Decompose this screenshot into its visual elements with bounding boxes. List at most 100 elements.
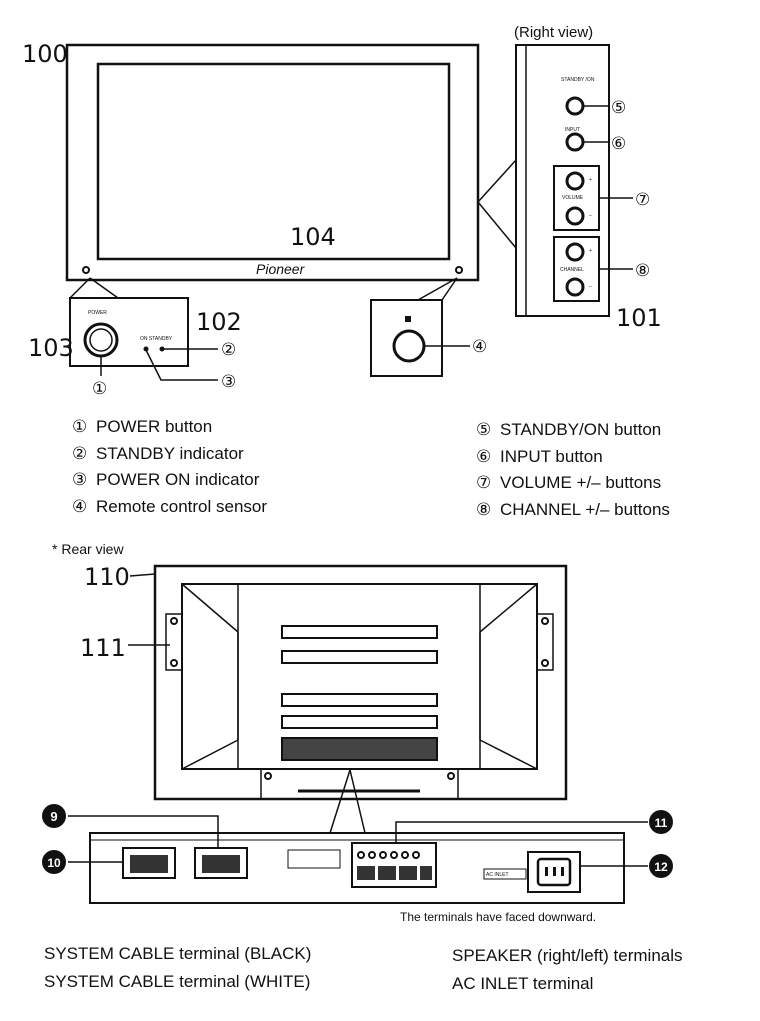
system-cable-black-port (122, 847, 176, 879)
legend-text: STANDBY/ON button (500, 420, 662, 439)
right-view: (Right view) STANDBY /ON ⑤ INPUT ⑥ + VOL… (477, 24, 662, 332)
legend-text: SYSTEM CABLE terminal (BLACK) (44, 944, 312, 963)
front-view: Pioneer 100 104 POWER ON STANDBY ① ② ③ 1… (22, 40, 487, 398)
legend-text: INPUT button (500, 446, 603, 466)
legend-symbol: ② (72, 443, 88, 463)
ac-inlet-port (527, 851, 581, 893)
front-zoom-right (370, 299, 443, 377)
svg-text:+: + (589, 248, 592, 254)
rear-view: * Rear view 110 111 (52, 541, 568, 801)
ref-101: 101 (616, 304, 662, 332)
callout-4: ④ (472, 337, 487, 356)
legend-text: CHANNEL +/– buttons (500, 499, 670, 519)
channel-plus-icon (565, 242, 585, 262)
callout-11: 11 (655, 816, 668, 830)
monitor-frame (65, 43, 480, 282)
ref-111: 111 (80, 634, 126, 662)
rear-slot (281, 693, 438, 707)
legend-item: ⑥ INPUT button (476, 444, 670, 471)
callout-11-badge (649, 810, 673, 834)
legend-item: ① POWER button (72, 414, 267, 441)
callout-2: ② (221, 340, 236, 359)
channel-minus-icon (565, 277, 585, 297)
legend-item: AC INLET terminal (452, 970, 683, 998)
legend-symbol: ⑥ (476, 446, 492, 466)
on-standby-label: ON STANDBY (140, 336, 173, 342)
legend-text: VOLUME +/– buttons (500, 473, 662, 492)
terminal-panel: AC INLET 9 10 11 12 The terminals have f… (42, 769, 673, 924)
brand-logo: Pioneer (256, 261, 306, 277)
terminal-strip (89, 832, 625, 904)
rear-stand-bar (260, 768, 459, 800)
remote-sensor-icon (392, 329, 426, 363)
legend-rear-left: SYSTEM CABLE terminal (BLACK) SYSTEM CAB… (44, 940, 311, 996)
legend-text: SYSTEM CABLE terminal (WHITE) (44, 972, 311, 991)
legend-symbol: ④ (72, 496, 88, 516)
input-label: INPUT (565, 127, 580, 133)
callout-8: ⑧ (635, 261, 650, 280)
volume-plus-icon (565, 171, 585, 191)
ref-102: 102 (196, 308, 242, 336)
rear-slot (281, 650, 438, 664)
standby-led-icon (82, 266, 90, 274)
ref-104: 104 (290, 223, 336, 251)
speaker-terminals (351, 842, 437, 888)
svg-text:+: + (589, 177, 592, 183)
ac-inlet-label: AC INLET (486, 872, 509, 878)
right-panel (515, 44, 610, 317)
ref-103: 103 (28, 334, 74, 362)
power-label: POWER (88, 310, 107, 316)
callout-9: 9 (50, 809, 57, 824)
callout-12: 12 (654, 860, 668, 874)
channel-label: CHANNEL (560, 267, 584, 273)
terminals-note: The terminals have faced downward. (400, 910, 596, 924)
callout-3: ③ (221, 372, 236, 391)
legend-text: AC INLET terminal (452, 974, 594, 993)
volume-minus-icon (565, 206, 585, 226)
callout-10: 10 (47, 856, 61, 870)
rear-slot (281, 625, 438, 639)
legend-front: ① POWER button ② STANDBY indicator ③ POWER … (72, 414, 267, 520)
legend-item: ⑤ STANDBY/ON button (476, 417, 670, 444)
standby-on-label: STANDBY /ON (561, 77, 595, 83)
bracket-left (165, 613, 183, 671)
svg-text:–: – (589, 284, 592, 290)
legend-symbol: ① (72, 417, 88, 436)
standby-on-button-icon (565, 96, 585, 116)
right-view-title: (Right view) (514, 24, 593, 41)
rear-view-title: * Rear view (52, 541, 124, 557)
legend-symbol: ③ (72, 470, 88, 489)
callout-6: ⑥ (611, 134, 626, 153)
input-button-icon (565, 132, 585, 152)
monitor-screen (96, 62, 451, 261)
legend-text: STANDBY indicator (96, 443, 244, 463)
svg-text:–: – (589, 213, 592, 219)
legend-text: SPEAKER (right/left) terminals (452, 946, 683, 965)
legend-symbol: ⑤ (476, 420, 492, 439)
callout-12-badge (649, 854, 673, 878)
callout-5: ⑤ (611, 98, 626, 117)
legend-text: POWER button (96, 417, 213, 436)
bracket-right (536, 613, 554, 671)
callout-10-badge (42, 850, 66, 874)
volume-label: VOLUME (562, 195, 584, 201)
power-button-icon (83, 322, 119, 358)
ref-110: 110 (84, 563, 130, 591)
legend-item: SYSTEM CABLE terminal (BLACK) (44, 940, 311, 968)
rear-outer-frame (153, 564, 568, 801)
front-zoom-left (69, 297, 189, 367)
ref-100: 100 (22, 40, 68, 68)
system-cable-white-port (194, 847, 248, 879)
callout-9-badge (42, 804, 66, 828)
legend-item: ③ POWER ON indicator (72, 467, 267, 494)
legend-rear-right: SPEAKER (right/left) terminals AC INLET … (452, 942, 683, 998)
legend-item: SYSTEM CABLE terminal (WHITE) (44, 968, 311, 996)
rear-terminal-block (281, 737, 438, 761)
rear-slot (281, 715, 438, 729)
legend-text: POWER ON indicator (96, 470, 260, 489)
